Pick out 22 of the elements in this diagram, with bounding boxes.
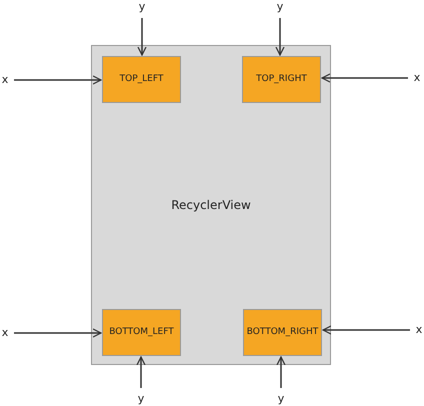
arrow: [14, 328, 102, 338]
axis-label: x: [0, 326, 10, 340]
axis-label: x: [412, 71, 422, 85]
arrow: [322, 325, 410, 335]
item-box: TOP_LEFT: [102, 56, 181, 103]
container-box: [91, 45, 331, 365]
axis-label: y: [274, 0, 286, 14]
arrow: [276, 356, 286, 388]
item-box: BOTTOM_LEFT: [102, 309, 181, 356]
axis-label: y: [136, 0, 148, 14]
arrow: [137, 18, 147, 56]
arrow: [275, 18, 285, 56]
arrow: [136, 356, 146, 388]
item-box: TOP_RIGHT: [242, 56, 321, 103]
arrow: [14, 75, 102, 85]
axis-label: y: [135, 392, 147, 406]
axis-label: x: [0, 73, 10, 87]
container-label: RecyclerView: [171, 197, 251, 214]
axis-label: x: [414, 323, 424, 337]
arrow: [321, 73, 408, 83]
axis-label: y: [275, 392, 287, 406]
item-box: BOTTOM_RIGHT: [243, 309, 322, 356]
